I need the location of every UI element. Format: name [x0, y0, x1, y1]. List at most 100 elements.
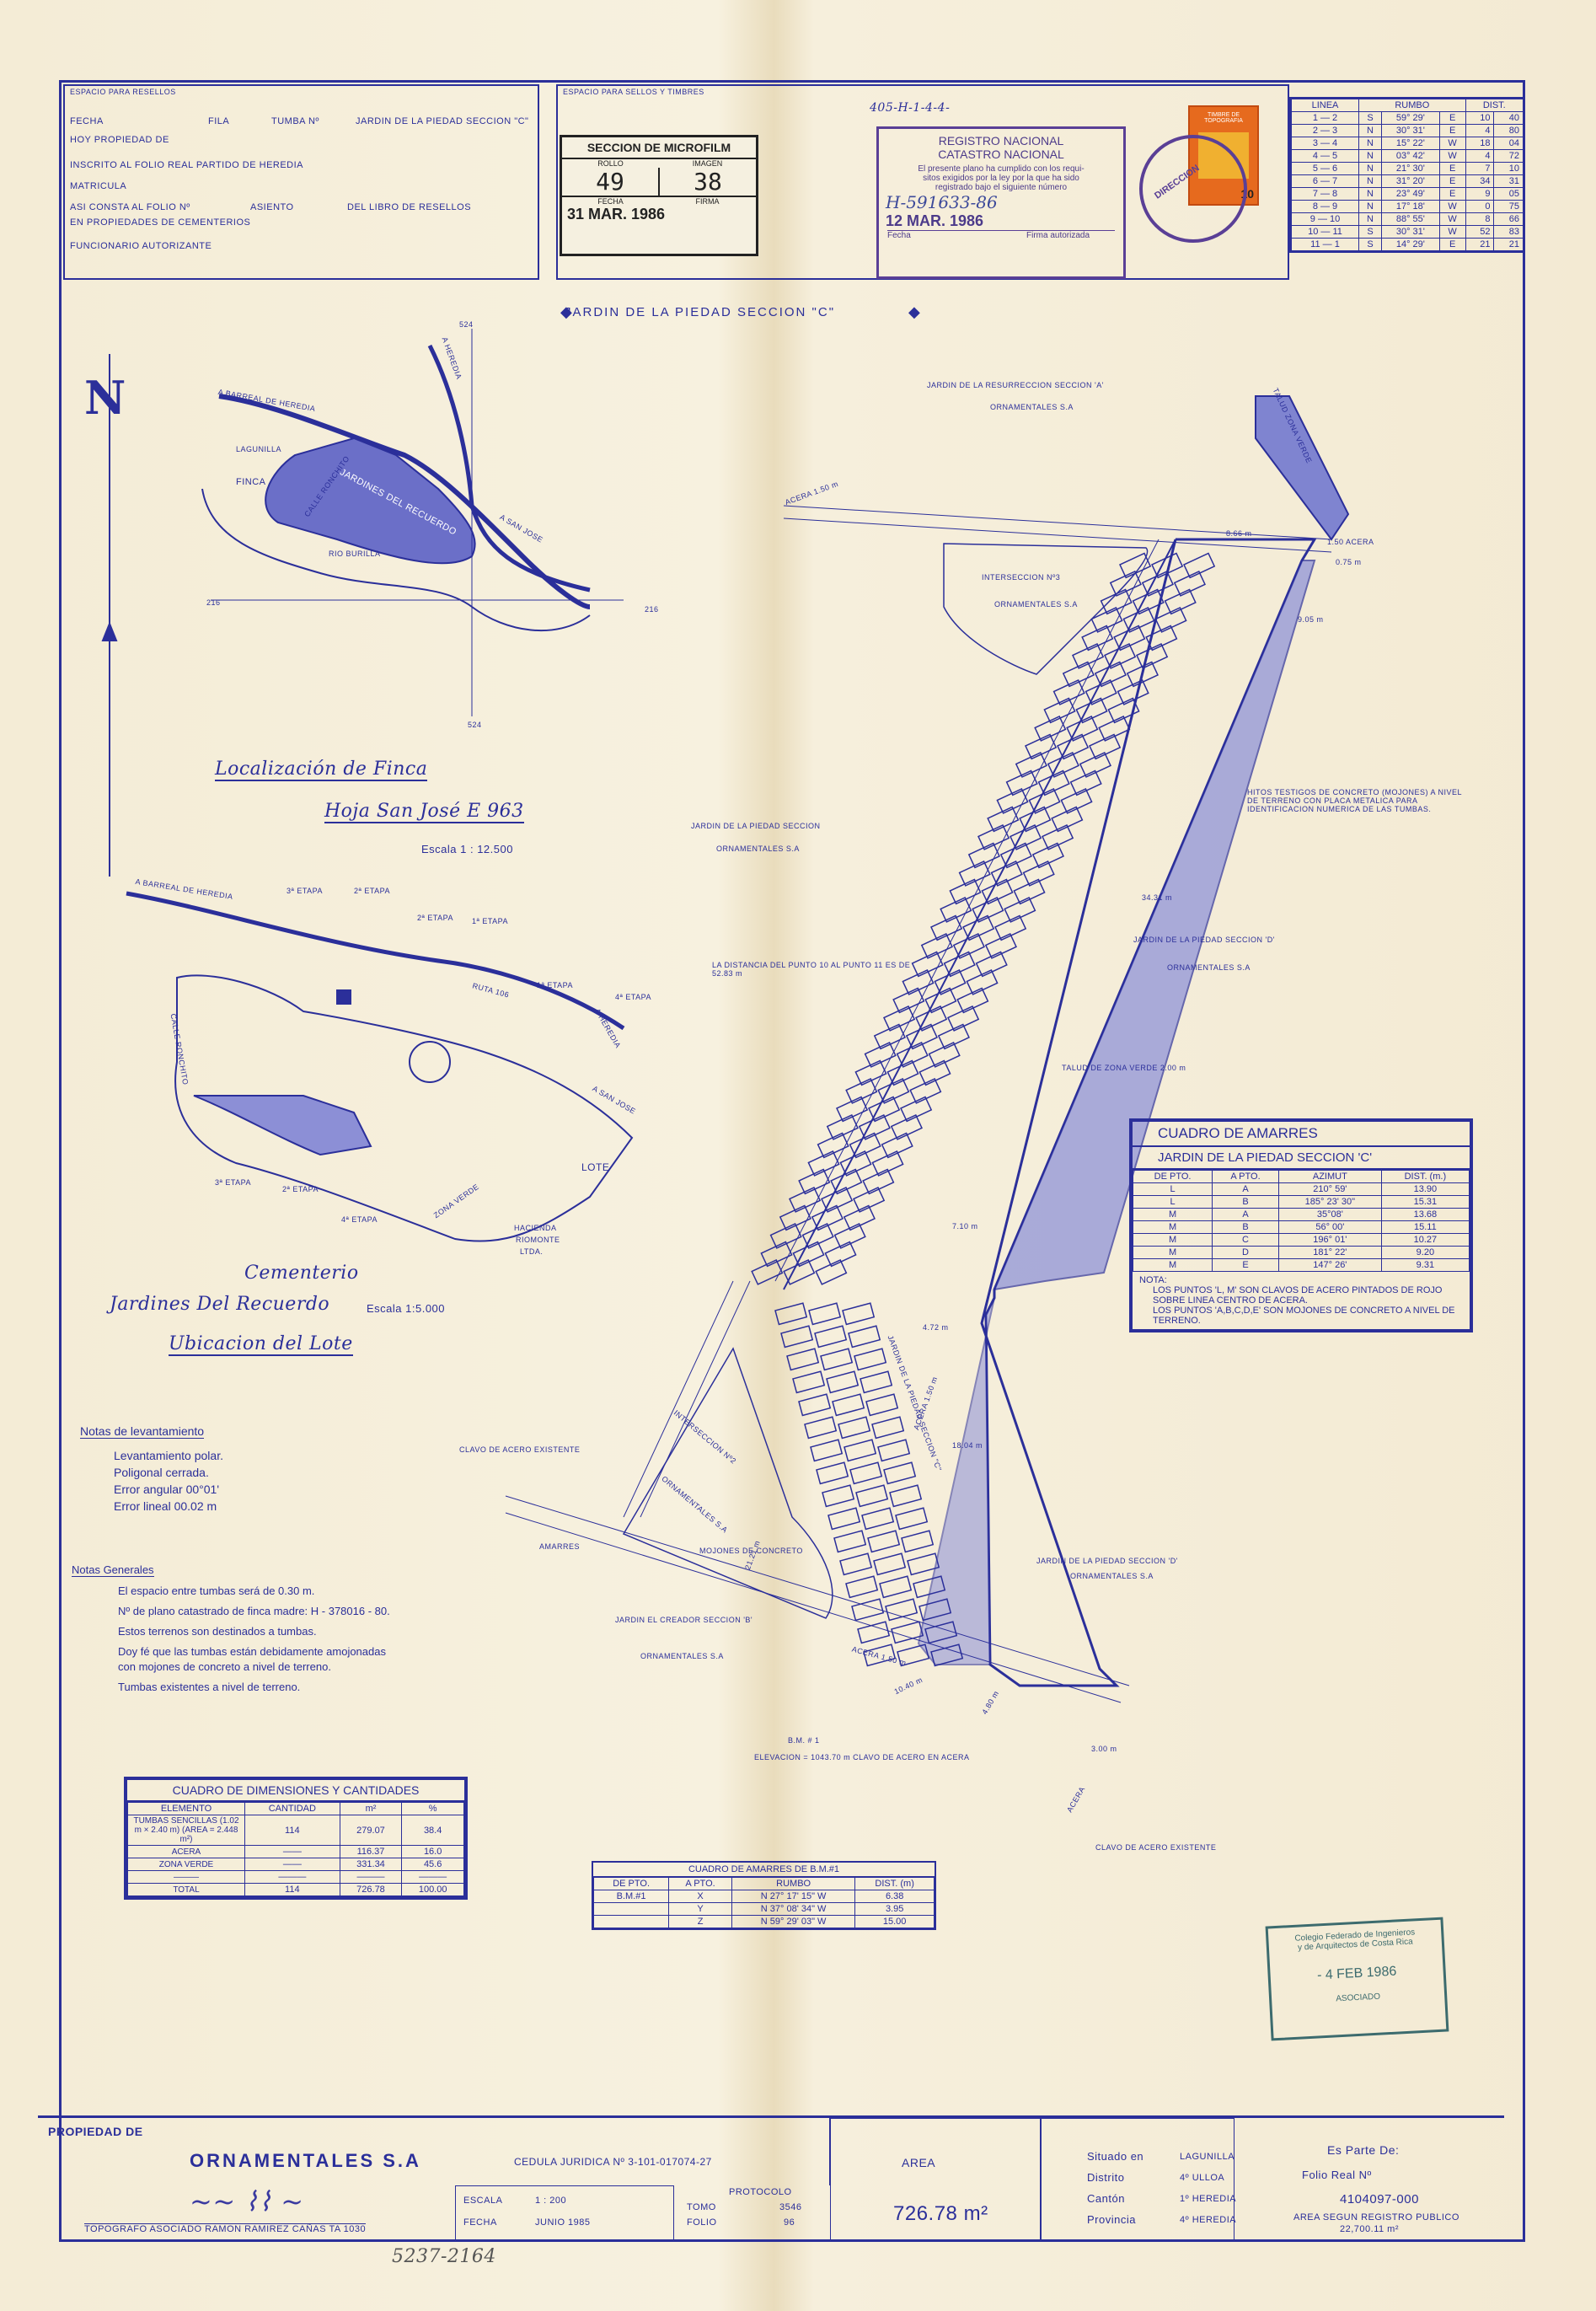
generales-item: Tumbas existentes a nivel de terreno.: [118, 1681, 301, 1693]
tumba-plot: [821, 1186, 854, 1213]
dimensiones-cell: ——: [244, 1845, 340, 1858]
acera-left-lower: [623, 1280, 734, 1518]
tumba-plot: [889, 1484, 923, 1508]
tumba-plot: [1113, 625, 1146, 651]
levantamiento-item: Poligonal cerrada.: [114, 1466, 209, 1479]
bm-title: CUADRO DE AMARRES DE B.M.#1: [593, 1863, 935, 1877]
tumba-plot: [1079, 751, 1111, 778]
tb-cedula: CEDULA JURIDICA Nº 3-101-017074-27: [514, 2156, 712, 2168]
tb-escala: 1 : 200: [535, 2196, 567, 2206]
tb-situado-label: Situado en: [1087, 2150, 1144, 2163]
tumbas-grid: [751, 552, 1216, 1667]
amarres-cell: 10.27: [1380, 1233, 1470, 1247]
dimensiones-cell: 331.34: [339, 1858, 403, 1871]
amarres-cell: 13.90: [1380, 1182, 1470, 1196]
tumba-plot: [928, 1041, 961, 1068]
tumba-plot: [849, 1461, 883, 1485]
amarres-subtitle: JARDIN DE LA PIEDAD SECCION 'C': [1133, 1147, 1470, 1170]
tumba-plot: [900, 1096, 933, 1123]
dimensiones-cell: ———: [127, 1870, 245, 1884]
plan-label: ORNAMENTALES S.A: [994, 600, 1078, 609]
tumba-plot: [1004, 896, 1036, 923]
tumba-plot: [913, 1575, 946, 1599]
cem-label-16: RIOMONTE: [516, 1236, 560, 1244]
dim-header-pct: %: [401, 1802, 464, 1815]
tumba-plot: [1042, 823, 1074, 850]
tumba-plot: [962, 914, 995, 941]
north-arrow-icon: [101, 621, 118, 641]
plan-label: ORNAMENTALES S.A: [990, 403, 1074, 411]
registro-date-label: Fecha: [887, 231, 911, 240]
resellos-jardin: JARDIN DE LA PIEDAD SECCION "C": [356, 116, 529, 126]
tb-provincia-label: Provincia: [1087, 2213, 1136, 2226]
tumba-plot: [892, 987, 925, 1014]
tumba-plot: [984, 932, 1017, 959]
tumba-plot: [987, 806, 1020, 833]
plan-label: 1.50 ACERA: [1327, 538, 1374, 546]
acera-left-upper-inner: [774, 539, 1160, 1282]
tumba-plot: [886, 1059, 919, 1086]
resellos-inscrito: INSCRITO AL FOLIO REAL PARTIDO DE HEREDI…: [70, 160, 304, 170]
tumba-plot: [830, 1168, 863, 1195]
bm-cell: Y: [668, 1902, 732, 1916]
tumba-plot: [1081, 625, 1114, 651]
plan-label: JARDIN EL CREADOR SECCION 'B': [615, 1616, 753, 1624]
tumba-plot: [826, 1113, 859, 1140]
loc-hoja: Hoja San José E 963: [324, 801, 524, 823]
tumba-plot: [1141, 570, 1174, 597]
tumba-plot: [905, 1023, 938, 1050]
resellos-fecha: FECHA: [70, 116, 104, 126]
amarres-cell: A: [1212, 1182, 1279, 1196]
rumbos-cell: 7 — 8: [1290, 187, 1359, 201]
tumba-plot: [792, 1370, 826, 1394]
cem-title: Cementerio: [244, 1263, 359, 1284]
amarres-cell: M: [1132, 1246, 1213, 1259]
rumbos-cell: 14° 29': [1381, 238, 1440, 252]
amarres-cell: M: [1132, 1233, 1213, 1247]
amarres-header-azimut: AZIMUT: [1277, 1170, 1382, 1183]
amarres-cell: 15.31: [1380, 1195, 1470, 1209]
cem-label-5: 1ª ETAPA: [472, 917, 509, 925]
tumba-plot: [1085, 678, 1117, 705]
tb-area-registro: 22,700.11 m²: [1340, 2224, 1400, 2234]
plan-label: JARDIN DE LA PIEDAD SECCION 'D': [1133, 936, 1275, 944]
registro-text-3: registrado bajo el siguiente número: [935, 183, 1068, 192]
tumba-plot: [792, 1241, 825, 1268]
plan-label: INTERSECCION Nº3: [982, 573, 1061, 582]
rumbos-cell: 52: [1465, 225, 1495, 239]
tumba-plot: [751, 1258, 784, 1285]
topografo-signature: ~~ ⌇⌇ ~: [190, 2185, 304, 2217]
cem-label-3: 2ª ETAPA: [417, 914, 454, 922]
tumba-plot: [1025, 733, 1058, 760]
plan-label: JARDIN DE LA RESURRECCION SECCION 'A': [927, 381, 1104, 389]
drawing-frame: [59, 80, 1525, 2242]
tumba-plot: [820, 1348, 854, 1371]
plan-label: HITOS TESTIGOS DE CONCRETO (MOJONES) A N…: [1247, 788, 1462, 813]
tumba-plot: [1090, 606, 1123, 633]
tb-folio-label: FOLIO: [687, 2217, 717, 2228]
plan-label: ORNAMENTALES S.A: [1167, 963, 1251, 972]
acera-top: [783, 505, 1332, 540]
tumba-plot: [851, 1598, 885, 1622]
levantamiento-item: Error lineal 00.02 m: [114, 1499, 217, 1513]
tb-escala-label: ESCALA: [463, 2196, 503, 2206]
tb-owner-cell: [38, 2118, 830, 2185]
tumba-plot: [833, 1222, 866, 1249]
resellos-asi-consta: ASI CONSTA AL FOLIO Nº: [70, 202, 190, 212]
loc-escala: Escala 1 : 12.500: [421, 843, 513, 855]
zona-verde-strip: [993, 560, 1316, 1291]
cem-circle: [409, 1041, 451, 1083]
amarres-cell: 56° 00': [1277, 1220, 1382, 1234]
generales-item: Nº de plano catastrado de finca madre: H…: [118, 1605, 390, 1617]
tumba-plot: [801, 1222, 834, 1249]
tb-area: 726.78 m²: [893, 2202, 988, 2225]
tumba-plot: [952, 932, 985, 959]
tumba-plot: [855, 1484, 889, 1508]
tb-propietario: ORNAMENTALES S.A: [190, 2150, 421, 2171]
imagen-label: IMAGEN: [692, 159, 723, 168]
